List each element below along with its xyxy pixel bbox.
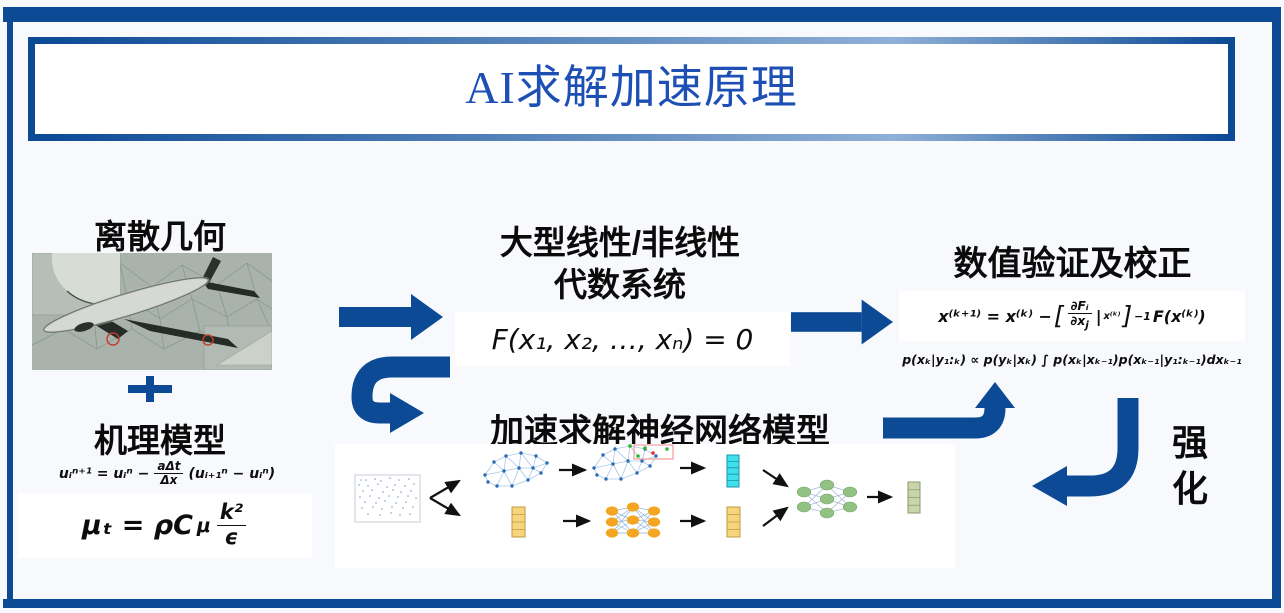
- newton-inverse-exp: −1: [1134, 309, 1151, 323]
- frame-bottom-bar: [3, 599, 1281, 608]
- arrow-converge-bottom-icon: [762, 506, 789, 527]
- heading-verification: 数值验证及校正: [953, 245, 1192, 283]
- graph-mesh-highlight-icon: [592, 444, 674, 481]
- heading-mechanism-model: 机理模型: [94, 422, 226, 459]
- network-diagram: [354, 444, 921, 538]
- flow-arrow-to-verification-icon: [791, 299, 893, 345]
- reinforce-arrow-icon: [1032, 398, 1139, 506]
- label-reinforce: 强 化: [1155, 420, 1225, 512]
- arrow-converge-top-icon: [762, 469, 789, 488]
- formula-upwind-fraction: aΔt Δx: [154, 459, 184, 488]
- mlp-orange-icon: [605, 502, 661, 538]
- sparse-matrix-icon: [354, 474, 421, 523]
- mlp-green-icon: [796, 479, 858, 519]
- page-title: AI求解加速原理: [465, 62, 798, 113]
- cyan-vector-icon: [726, 454, 740, 488]
- label-reinforce-line1: 强: [1171, 422, 1208, 463]
- formula-upwind-scheme: uᵢⁿ⁺¹ = uᵢⁿ − aΔt Δx (uᵢ₊₁ⁿ − uᵢⁿ): [12, 459, 322, 488]
- frame-top-bar: [3, 7, 1281, 22]
- frame-left-border: [7, 22, 13, 599]
- formula-system: F(x₁, x₂, …, xₙ) = 0: [491, 322, 754, 356]
- newton-right-bracket: ]: [1122, 300, 1133, 330]
- formula-turbulence-sub: μ: [196, 514, 211, 537]
- newton-eval-bar: |: [1095, 306, 1102, 326]
- green-vector-icon: [907, 481, 921, 514]
- formula-upwind-lhs: uᵢⁿ⁺¹ = uᵢⁿ −: [58, 465, 150, 482]
- heading-algebra-line1: 大型线性/非线性: [499, 224, 741, 261]
- frame-right-border: [1272, 22, 1281, 599]
- newton-seg2: F(x⁽ᵏ⁾): [1152, 306, 1206, 326]
- branch-arrows-icon: [429, 479, 461, 517]
- newton-left-bracket: [: [1053, 300, 1064, 330]
- heading-algebra-system: 大型线性/非线性 代数系统: [445, 222, 795, 306]
- elbow-arrow-network-to-verification-icon: [883, 382, 1015, 439]
- formula-upwind-rhs: (uᵢ₊₁ⁿ − uᵢⁿ): [188, 465, 276, 482]
- newton-seg1: x⁽ᵏ⁺¹⁾ = x⁽ᵏ⁾ −: [938, 306, 1052, 326]
- formula-turbulence-lhs: μₜ = ρC: [82, 510, 193, 541]
- yellow-vector-input-icon: [511, 506, 526, 538]
- newton-frac-den: ∂xj: [1070, 313, 1089, 332]
- network-diagram-box: [335, 444, 955, 568]
- heading-discrete-geometry: 离散几何: [94, 218, 226, 255]
- label-reinforce-line2: 化: [1171, 468, 1208, 509]
- plus-icon: [128, 376, 172, 402]
- flow-arrow-to-system-icon: [339, 294, 443, 340]
- formula-bayes: p(xₖ|y₁:ₖ) ∝ p(yₖ|xₖ) ∫ p(xₖ|xₖ₋₁)p(xₖ₋₁…: [902, 352, 1242, 367]
- formula-newton-box: x⁽ᵏ⁺¹⁾ = x⁽ᵏ⁾ − [ ∂Fᵢ ∂xj |x⁽ᵏ⁾ ]−1 F(x⁽…: [899, 291, 1245, 341]
- formula-system-box: F(x₁, x₂, …, xₙ) = 0: [455, 312, 790, 366]
- yellow-vector-output-icon: [726, 506, 741, 538]
- formula-turbulence-fraction: k² ϵ: [216, 501, 246, 549]
- heading-algebra-line2: 代数系统: [554, 266, 686, 303]
- uturn-arrow-to-network-icon: [351, 356, 450, 433]
- newton-jacobian-fraction: ∂Fᵢ ∂xj: [1067, 299, 1092, 332]
- newton-eval-point: x⁽ᵏ⁾: [1103, 310, 1121, 322]
- title-box: AI求解加速原理: [28, 37, 1235, 141]
- aircraft-mesh-image: [32, 253, 272, 370]
- graph-mesh-icon: [483, 451, 549, 488]
